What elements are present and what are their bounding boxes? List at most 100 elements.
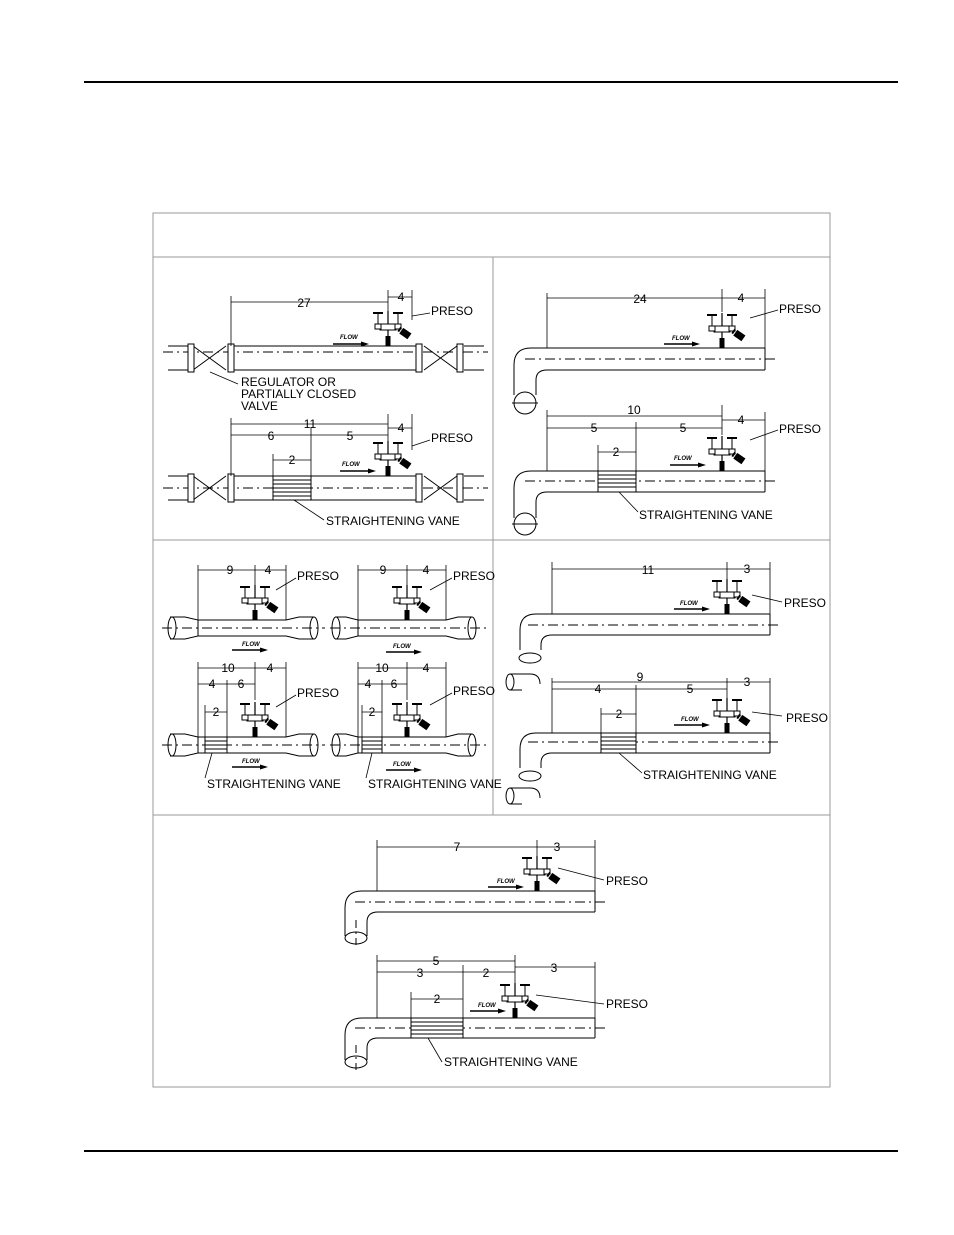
panel-b-top-dim-total: 24 xyxy=(633,292,647,306)
panel-d-bottom-dim-preso: 3 xyxy=(744,675,751,689)
panel-a-bottom-dim-total: 11 xyxy=(304,417,317,431)
panel-e-bottom-dim-vane: 2 xyxy=(434,992,441,1006)
panel-c-tl-flow-arrow-icon xyxy=(231,646,269,654)
regulator-label-line2: PARTIALLY CLOSED xyxy=(241,387,356,401)
panel-e: FLOW 7 3 PRESO FLOW xyxy=(344,840,648,1070)
panel-e-bottom-dim-total: 5 xyxy=(433,954,440,968)
panel-c-br-dim-down: 6 xyxy=(391,677,398,691)
panel-d-top-flow-label: FLOW xyxy=(680,601,699,607)
panel-e-top-dim-preso: 3 xyxy=(554,840,561,854)
panel-e-top-flow-label: FLOW xyxy=(497,879,516,885)
panel-a-top-flow-label: FLOW xyxy=(340,335,359,341)
panel-d-bottom-flow-arrow-icon xyxy=(673,721,711,729)
regulator-label-line1: REGULATOR OR xyxy=(241,375,336,389)
panel-b: FLOW 24 4 PRESO FLOW xyxy=(512,289,821,536)
panel-d-top-preso-label: PRESO xyxy=(784,596,826,610)
panel-d-top-pipe xyxy=(505,613,780,691)
panel-e-top-preso-label: PRESO xyxy=(606,874,648,888)
panel-e-bottom-flow-label: FLOW xyxy=(478,1003,497,1009)
panel-a-vane-label: STRAIGHTENING VANE xyxy=(326,514,460,528)
panel-b-bottom-dim-down: 5 xyxy=(680,421,687,435)
panel-a-top-preso-label: PRESO xyxy=(431,304,473,318)
panel-c-br-preso-label: PRESO xyxy=(453,684,495,698)
panel-c-bl-dim-up: 4 xyxy=(209,677,216,691)
regulator-label-line3: VALVE xyxy=(241,399,278,413)
panel-b-bottom-dim-vane: 2 xyxy=(613,445,620,459)
panel-b-bottom-flow-label: FLOW xyxy=(674,456,693,462)
panel-d-bottom-dim-total: 9 xyxy=(637,670,644,684)
panel-a: FLOW 27 4 PRESO REGULATOR OR PARTIALLY C… xyxy=(163,290,488,528)
panel-d-bottom-preso-icon xyxy=(711,697,752,734)
panel-c-br-flow-arrow-icon xyxy=(385,766,423,774)
panel-b-bottom-flow-arrow-icon xyxy=(669,461,707,469)
panel-d-bottom-preso-label: PRESO xyxy=(786,711,828,725)
panel-a-top-preso-icon xyxy=(372,310,413,347)
panel-c-tr-dim-preso: 4 xyxy=(423,563,430,577)
diagram-frame xyxy=(152,212,831,1088)
panel-e-top-dim-total: 7 xyxy=(454,840,461,854)
panel-c-bl-pipe xyxy=(162,733,325,757)
panel-c-br-flow-label: FLOW xyxy=(393,762,412,768)
panel-c-br-vane-label: STRAIGHTENING VANE xyxy=(368,777,502,791)
panel-c-bl-dim-vane: 2 xyxy=(213,705,220,719)
panel-b-top-flow-arrow-icon xyxy=(663,340,701,348)
panel-c-bl-dim-down: 6 xyxy=(238,677,245,691)
panel-c-bl-preso-label: PRESO xyxy=(297,686,339,700)
panel-e-top-pipe xyxy=(344,890,605,945)
panel-c-tl-dim-total: 9 xyxy=(227,563,234,577)
panel-d: FLOW 11 3 PRESO xyxy=(505,562,828,805)
panel-c-bl-flow-arrow-icon xyxy=(231,763,269,771)
panel-c-br-pipe xyxy=(330,733,488,757)
panel-c-br-dim-up: 4 xyxy=(365,677,372,691)
panel-b-top-pipe xyxy=(512,347,775,415)
panel-b-bottom-dim-up: 5 xyxy=(591,421,598,435)
panel-b-top-preso-label: PRESO xyxy=(779,302,821,316)
panel-c-tl-preso-icon xyxy=(239,584,280,621)
panel-c-br-dim-preso: 4 xyxy=(423,661,430,675)
panel-c-tl-pipe xyxy=(162,616,325,640)
panel-e-top-flow-arrow-icon xyxy=(487,883,525,891)
panel-c-tr-pipe xyxy=(330,616,488,640)
panel-a-top-dim-preso: 4 xyxy=(398,290,405,304)
panel-b-vane-label: STRAIGHTENING VANE xyxy=(639,508,773,522)
panel-d-top-dim-preso: 3 xyxy=(744,562,751,576)
panel-c-tr-preso-label: PRESO xyxy=(453,569,495,583)
panel-a-bottom-preso-icon xyxy=(372,440,413,477)
panel-b-top-dim-preso: 4 xyxy=(738,291,745,305)
panel-d-bottom-dim-up: 4 xyxy=(595,682,602,696)
panel-c-bl-preso-icon xyxy=(239,701,280,738)
panel-c-bl-vane-label: STRAIGHTENING VANE xyxy=(207,777,341,791)
panel-c-br-dim-total: 10 xyxy=(375,661,389,675)
panel-b-bottom-preso-icon xyxy=(706,435,747,472)
panel-c: FLOW 9 4 PRESO FLOW xyxy=(162,563,502,791)
panel-c-bl-flow-label: FLOW xyxy=(242,759,261,765)
panel-d-bottom-dim-vane: 2 xyxy=(616,707,623,721)
panel-e-bottom-pipe xyxy=(344,1017,605,1070)
panel-b-bottom-dim-total: 10 xyxy=(627,403,641,417)
panel-a-bottom-dim-up: 6 xyxy=(268,429,275,443)
panel-d-bottom-dim-down: 5 xyxy=(687,682,694,696)
panel-e-bottom-dim-down: 2 xyxy=(483,966,490,980)
panel-c-tl-dim-preso: 4 xyxy=(265,563,272,577)
panel-c-br-preso-icon xyxy=(391,701,432,738)
panel-b-top-preso-icon xyxy=(706,312,747,349)
panel-d-top-flow-arrow-icon xyxy=(673,605,711,613)
panel-d-top-preso-icon xyxy=(711,578,752,615)
panel-a-bottom-pipe xyxy=(163,475,488,501)
panel-e-bottom-flow-arrow-icon xyxy=(469,1007,507,1015)
panel-e-bottom-dim-up: 3 xyxy=(417,966,424,980)
panel-a-bottom-flow-label: FLOW xyxy=(342,462,361,468)
panel-c-tr-preso-icon xyxy=(391,584,432,621)
panel-d-vane-label: STRAIGHTENING VANE xyxy=(643,768,777,782)
panel-e-bottom-preso-label: PRESO xyxy=(606,997,648,1011)
panel-a-bottom-dim-vane: 2 xyxy=(289,453,296,467)
panel-a-top-pipe xyxy=(163,345,488,371)
panel-d-bottom-flow-label: FLOW xyxy=(681,717,700,723)
panel-d-bottom-pipe xyxy=(505,732,780,805)
panel-c-tr-dim-total: 9 xyxy=(380,563,387,577)
panel-e-top-preso-icon xyxy=(521,855,562,892)
panel-a-bottom-preso-label: PRESO xyxy=(431,431,473,445)
panel-d-top-dim-total: 11 xyxy=(642,563,655,577)
panel-b-bottom-dim-preso: 4 xyxy=(738,413,745,427)
